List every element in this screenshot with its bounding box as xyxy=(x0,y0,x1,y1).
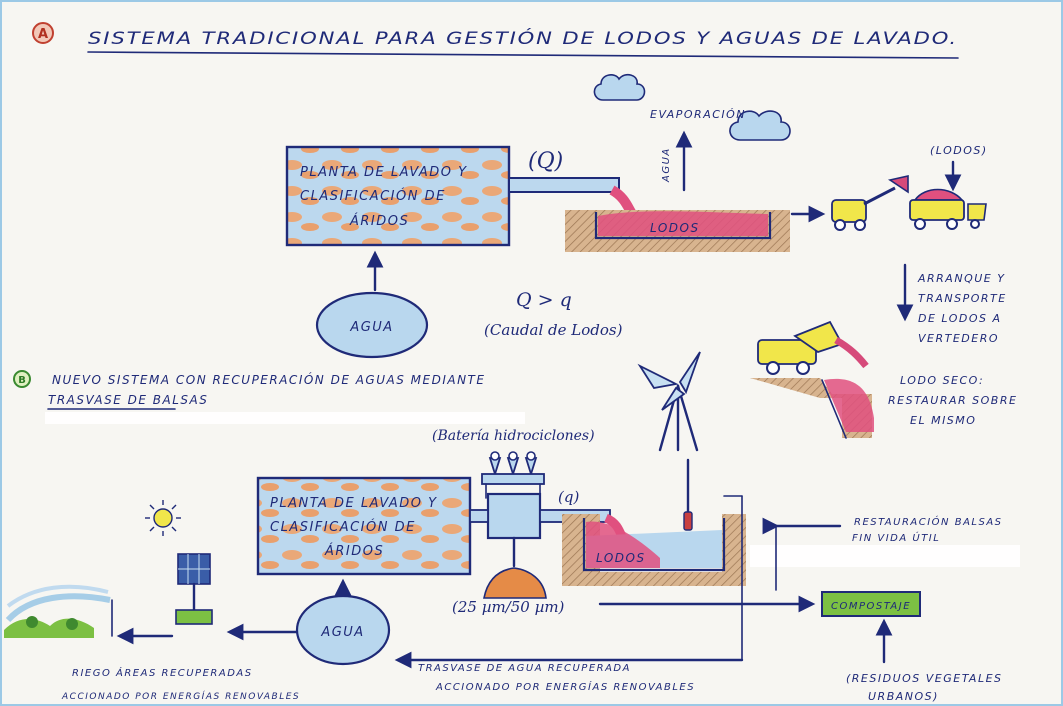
irrigation-line1: RIEGO ÁREAS RECUPERADAS xyxy=(72,666,253,679)
blank-strip-right xyxy=(750,545,1020,567)
landfill xyxy=(750,378,874,439)
transfer-line2: ACCIONADO POR ENERGÍAS RENOVABLES xyxy=(435,680,695,693)
restoration-line2: FIN VIDA ÚTIL xyxy=(852,531,940,544)
plant-a: PLANTA DE LAVADO Y CLASIFICACIÓN DE ÁRID… xyxy=(285,145,511,247)
wind-turbine-icon xyxy=(637,351,701,514)
dry-mud-line1: LODO SECO: xyxy=(900,374,984,387)
flow-q-b: (q) xyxy=(558,488,579,506)
section-b-badge xyxy=(13,370,31,388)
cloud-left-icon xyxy=(593,73,646,101)
transport-line3: DE LODOS A xyxy=(918,312,1002,325)
compost-box: COMPOSTAJE xyxy=(821,591,921,617)
plant-b: PLANTA DE LAVADO Y CLASIFICACIÓN DE ÁRID… xyxy=(256,476,472,576)
pump-icon xyxy=(683,511,693,531)
flow-compare-caption: (Caudal de Lodos) xyxy=(484,321,623,339)
water-source-a: AGUA xyxy=(315,291,429,359)
section-a-letter: A xyxy=(38,27,48,42)
sun-icon xyxy=(145,500,181,536)
evaporation-label: EVAPORACIÓN xyxy=(650,108,746,121)
dry-mud-line3: EL MISMO xyxy=(910,414,976,427)
truck-a-icon xyxy=(909,188,987,230)
sprinkler-icon xyxy=(4,584,113,638)
pond-b-label: LODOS xyxy=(596,551,646,565)
hydrocyclone-battery-icon xyxy=(481,451,545,568)
section-b-header: B NUEVO SISTEMA CON RECUPERACIÓN DE AGUA… xyxy=(13,370,485,410)
plant-b-line3: ÁRIDOS xyxy=(324,543,384,559)
water-source-b: AGUA xyxy=(295,594,391,666)
plant-a-box xyxy=(285,145,511,247)
irrigation-line2: ACCIONADO POR ENERGÍAS RENOVABLES xyxy=(61,690,300,702)
dry-mud-line2: RESTAURAR SOBRE xyxy=(888,394,1017,407)
blank-strip xyxy=(45,412,525,424)
section-b-title-line2: TRASVASE DE BALSAS xyxy=(48,393,208,407)
plant-b-box xyxy=(256,476,472,576)
cloud-right-icon xyxy=(729,110,791,141)
restoration-line1: RESTAURACIÓN BALSAS xyxy=(854,515,1003,528)
transfer-line1: TRASVASE DE AGUA RECUPERADA xyxy=(418,663,631,674)
plant-a-line3: ÁRIDOS xyxy=(349,213,409,229)
solar-panel-icon xyxy=(175,553,213,625)
water-source-a-label: AGUA xyxy=(349,320,393,335)
residue-pile-icon xyxy=(483,567,547,599)
sludge-label: (LODOS) xyxy=(930,144,988,157)
plant-b-line2: CLASIFICACIÓN DE xyxy=(270,519,416,535)
compost-label: COMPOSTAJE xyxy=(831,601,911,612)
hydrocyclones-label: (Batería hidrociclones) xyxy=(432,428,595,444)
pond-a-label: LODOS xyxy=(650,221,700,235)
water-vertical-label: AGUA xyxy=(661,147,672,183)
flow-q-a: (Q) xyxy=(528,149,563,174)
section-a-underline xyxy=(87,51,959,59)
section-a-badge xyxy=(32,22,54,44)
pond-b: LODOS xyxy=(562,511,746,586)
waste-line1: (RESIDUOS VEGETALES xyxy=(846,672,1003,685)
transport-line2: TRANSPORTE xyxy=(918,292,1007,305)
dump-truck-icon xyxy=(757,320,869,375)
plant-a-line2: CLASIFICACIÓN DE xyxy=(300,188,446,204)
waste-line2: URBANOS) xyxy=(868,690,939,703)
section-a-title: SISTEMA TRADICIONAL PARA GESTIÓN DE LODO… xyxy=(88,27,958,49)
pond-a: LODOS xyxy=(565,210,790,252)
loader-icon xyxy=(831,175,909,231)
transport-line4: VERTEDERO xyxy=(918,332,999,345)
section-b-letter: B xyxy=(18,375,26,386)
section-b-title-line1: NUEVO SISTEMA CON RECUPERACIÓN DE AGUAS … xyxy=(52,372,485,387)
plant-b-line1: PLANTA DE LAVADO Y xyxy=(270,496,438,511)
particle-size-label: (25 µm/50 µm) xyxy=(452,598,565,616)
water-source-b-label: AGUA xyxy=(320,625,364,640)
transport-line1: ARRANQUE Y xyxy=(917,272,1005,285)
pipe-b-left xyxy=(469,509,489,523)
flow-compare-formula: Q > q xyxy=(516,289,572,311)
plant-a-line1: PLANTA DE LAVADO Y xyxy=(300,165,468,180)
section-a-header: A SISTEMA TRADICIONAL PARA GESTIÓN DE LO… xyxy=(32,22,959,59)
